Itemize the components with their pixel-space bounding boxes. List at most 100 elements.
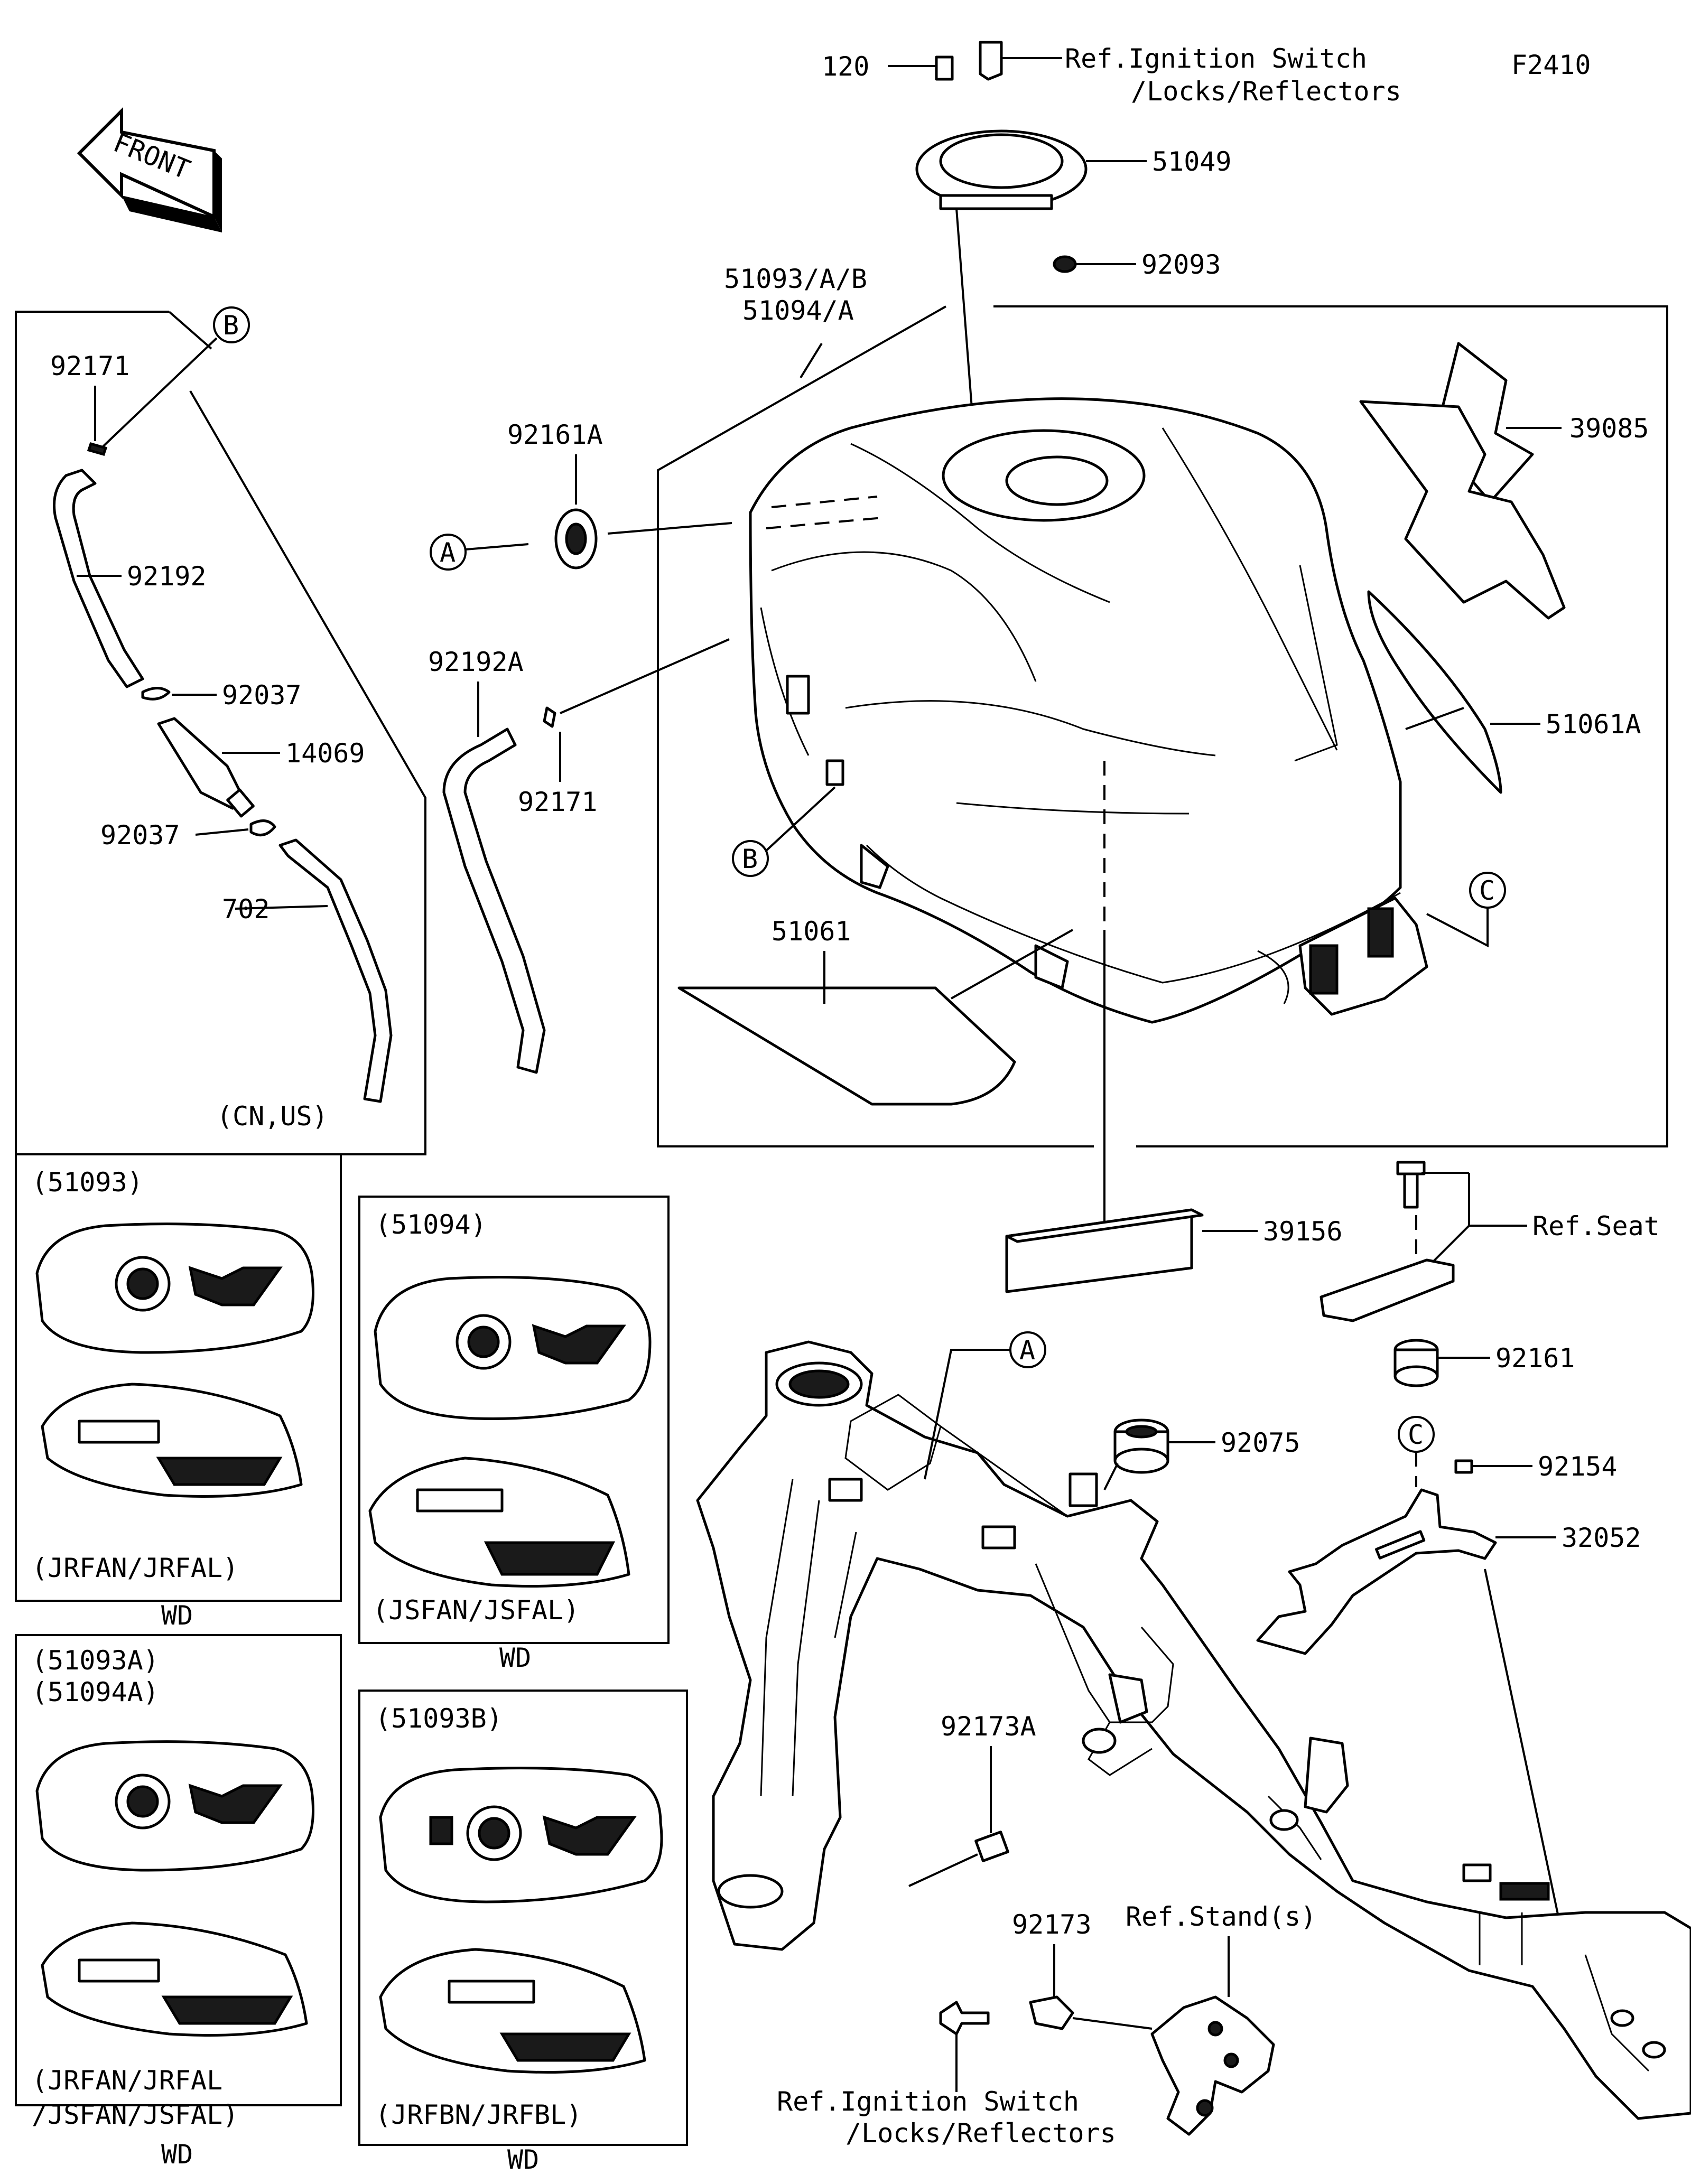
label-92037-top: 92037	[222, 680, 302, 711]
variant-51093A-models-2: /JSFAN/JSFAL)	[32, 2099, 238, 2130]
variant-51093B-models: (JRFBN/JRFBL)	[375, 2099, 582, 2130]
callout-c-tank-label: C	[1479, 875, 1495, 906]
variant-51094-code: (51094)	[375, 1209, 487, 1240]
variant-51093-models: (JRFAN/JRFAL)	[32, 1553, 238, 1583]
label-51093-line1: 51093/A/B	[724, 264, 867, 294]
callout-b-subbox-label: B	[223, 310, 239, 341]
label-14069: 14069	[285, 738, 365, 769]
variant-51093B-finish: WD	[507, 2144, 539, 2175]
variant-51093A-box: (51093A) (51094A) (JRFAN/JRFAL /JSFAN/JS…	[15, 1634, 342, 2170]
ref-ignition-bottom-1: Ref.Ignition Switch	[777, 2086, 1079, 2117]
label-92093: 92093	[1141, 249, 1221, 280]
label-92192: 92192	[127, 561, 207, 592]
label-702: 702	[222, 894, 270, 925]
clip-92171-icon	[543, 706, 556, 728]
hose-92192A-icon	[442, 727, 546, 1074]
label-92173A: 92173A	[941, 1711, 1036, 1742]
variant-51093B-code: (51093B)	[375, 1703, 503, 1734]
clamp-92173A-group: 92173A	[908, 1711, 1036, 1887]
variant-51094-box: (51094) (JSFAN/JSFAL) WD	[358, 1196, 670, 1673]
lock-pin-icon	[979, 41, 1003, 81]
label-92154: 92154	[1538, 1451, 1618, 1482]
valve-14069-icon	[157, 717, 245, 810]
callout-a-tank	[430, 534, 467, 571]
hose-702-icon	[278, 838, 393, 1103]
variant-51094-top-icon	[374, 1276, 652, 1421]
sticker-51061A-icon: 51061A	[1367, 590, 1641, 794]
frame-callouts: A 92075	[924, 1331, 1300, 1490]
label-120: 120	[822, 51, 869, 82]
label-92171-top: 92171	[50, 351, 130, 381]
front-arrow-icon: FRONT	[77, 107, 222, 232]
ref-ignition-top-1: Ref.Ignition Switch	[1065, 43, 1367, 74]
ref-ignition-top-2: /Locks/Reflectors	[1131, 76, 1401, 107]
variant-51093A-finish: WD	[161, 2139, 193, 2170]
frame-icon	[696, 1340, 1691, 2120]
label-92075: 92075	[1221, 1427, 1300, 1458]
callout-b-subbox	[213, 306, 250, 343]
label-39156: 39156	[1263, 1216, 1343, 1247]
ref-seat: Ref.Seat	[1532, 1211, 1660, 1242]
hose-92192A-group: 92192A 92171	[428, 638, 730, 1074]
label-32052: 32052	[1562, 1523, 1641, 1553]
label-92173: 92173	[1012, 1909, 1092, 1940]
variant-51093A-top-icon	[35, 1740, 314, 1872]
ref-stands: Ref.Stand(s)	[1126, 1901, 1316, 1932]
callout-b-tank-group: B	[732, 786, 836, 877]
variant-51093A-code-2: (51094A)	[32, 1677, 159, 1707]
bottom-refs: 92173 Ref.Stand(s) Ref.Ignition Switch /…	[777, 1901, 1316, 2149]
clamp-92173A-icon	[974, 1831, 1009, 1862]
label-92161A: 92161A	[507, 419, 603, 450]
pad-39156-icon: 39156	[1005, 1208, 1343, 1293]
tank-box: 51093/A/B 51094/A	[657, 264, 1668, 1147]
label-92037-bottom: 92037	[100, 820, 180, 851]
variant-51094-models: (JSFAN/JSFAL)	[373, 1595, 579, 1626]
label-51049: 51049	[1152, 146, 1232, 177]
fuel-tank-icon	[749, 397, 1428, 1231]
callout-a-tank-label: A	[440, 537, 456, 568]
clamp-92037-bottom-icon	[249, 819, 276, 837]
label-92192A: 92192A	[428, 647, 524, 677]
label-51061A: 51061A	[1546, 709, 1641, 740]
label-92171-mid: 92171	[518, 787, 598, 817]
seat-bracket-icon	[1320, 1258, 1455, 1322]
bolt-seat-icon	[1403, 1169, 1419, 1209]
stand-bracket-icon	[1150, 1995, 1275, 2136]
variant-51093A-code-1: (51093A)	[32, 1645, 159, 1676]
sticker-51061-icon: 51061	[677, 916, 1073, 1106]
variant-51093-box: (51093) (JRFAN/JRFAL) WD	[15, 1153, 342, 1631]
variant-51093-finish: WD	[161, 1600, 193, 1631]
figure-code: F2410	[1511, 50, 1591, 80]
label-51093-line2: 51094/A	[742, 295, 854, 326]
clamp-92037-top-icon	[141, 687, 171, 701]
seat-bracket-group: Ref.Seat 92161 C 92154 32052	[1256, 1161, 1660, 1945]
label-51061: 51061	[772, 916, 851, 947]
hose-92192-icon	[53, 469, 144, 688]
region-note: (CN,US)	[217, 1101, 328, 1132]
clamp-92173-icon	[1029, 1995, 1074, 2030]
fuel-cap-group: 120 Ref.Ignition Switch /Locks/Reflector…	[822, 41, 1401, 484]
grommet-92161A-group: 92161A A	[430, 419, 732, 571]
nut-92093-icon	[1053, 255, 1077, 273]
clip-92171-top-icon	[87, 442, 108, 456]
callout-a-frame-label: A	[1019, 1335, 1035, 1366]
callout-b-tank	[732, 840, 769, 877]
variant-51093B-box: (51093B) (JRFBN/JRFBL) WD	[358, 1690, 688, 2175]
callout-b-tank-label: B	[742, 844, 758, 874]
variant-51093-top-icon	[35, 1222, 314, 1354]
ref-ignition-bottom-2: /Locks/Reflectors	[846, 2118, 1116, 2149]
screw-120-icon	[935, 55, 954, 81]
variant-51093-code: (51093)	[32, 1167, 143, 1198]
sticker-39085-icon: 39085	[1359, 342, 1649, 620]
screw-92154-icon	[1454, 1459, 1473, 1474]
variant-51093A-models-1: (JRFAN/JRFAL	[32, 2065, 222, 2096]
label-92161: 92161	[1495, 1343, 1575, 1374]
variant-51094-finish: WD	[499, 1642, 531, 1673]
breather-subbox: B 92171 92192 92037 14069 92037 702 (CN,…	[15, 306, 426, 1155]
callout-c-tank-group: C	[1426, 872, 1506, 948]
bolt-ignition-icon	[939, 2001, 990, 2036]
bracket-32052-icon	[1256, 1488, 1497, 1655]
label-39085: 39085	[1569, 413, 1649, 444]
